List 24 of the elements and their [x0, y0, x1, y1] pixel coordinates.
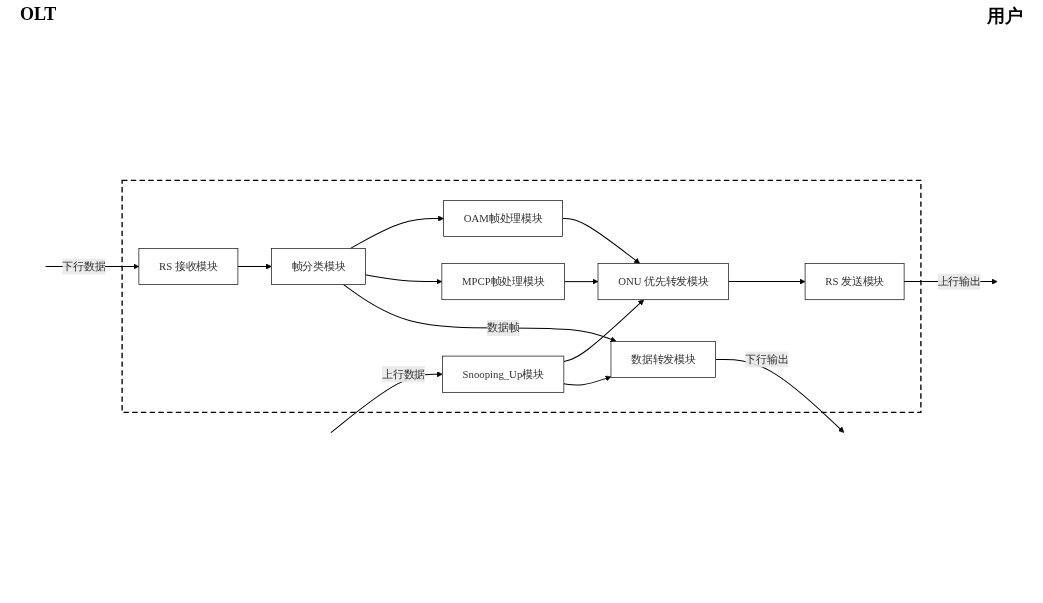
- arrow: [728, 278, 806, 285]
- node-box: RS 接收模块: [138, 248, 239, 285]
- cluster: [121, 179, 922, 414]
- node-box: ONU 优先转发模块: [597, 263, 729, 301]
- arrow: [237, 263, 272, 270]
- edge-label: 数据帧: [487, 321, 520, 334]
- edge-label: 下行输出: [745, 353, 789, 365]
- edge-label: 上行输出: [937, 275, 981, 287]
- node-box: MPCP帧处理模块: [441, 263, 565, 301]
- side-label: OLT: [20, 4, 57, 26]
- arrow: [563, 278, 599, 285]
- node-box: RS 发送模块: [804, 263, 905, 301]
- arrow: [563, 299, 645, 362]
- edge-label: 上行数据: [382, 368, 426, 380]
- arrow: [350, 215, 444, 249]
- side-label: 用户: [987, 5, 1023, 28]
- arrow: [563, 375, 612, 386]
- node-box: 数据转发模块: [610, 341, 716, 378]
- edge-label: 下行数据: [62, 260, 106, 272]
- arrow: [364, 274, 443, 285]
- arrow: [562, 218, 640, 264]
- node-box: OAM帧处理模块: [443, 200, 563, 237]
- node-box: Snooping_Up模块: [442, 355, 565, 393]
- node-box: 帧分类模块: [271, 248, 366, 285]
